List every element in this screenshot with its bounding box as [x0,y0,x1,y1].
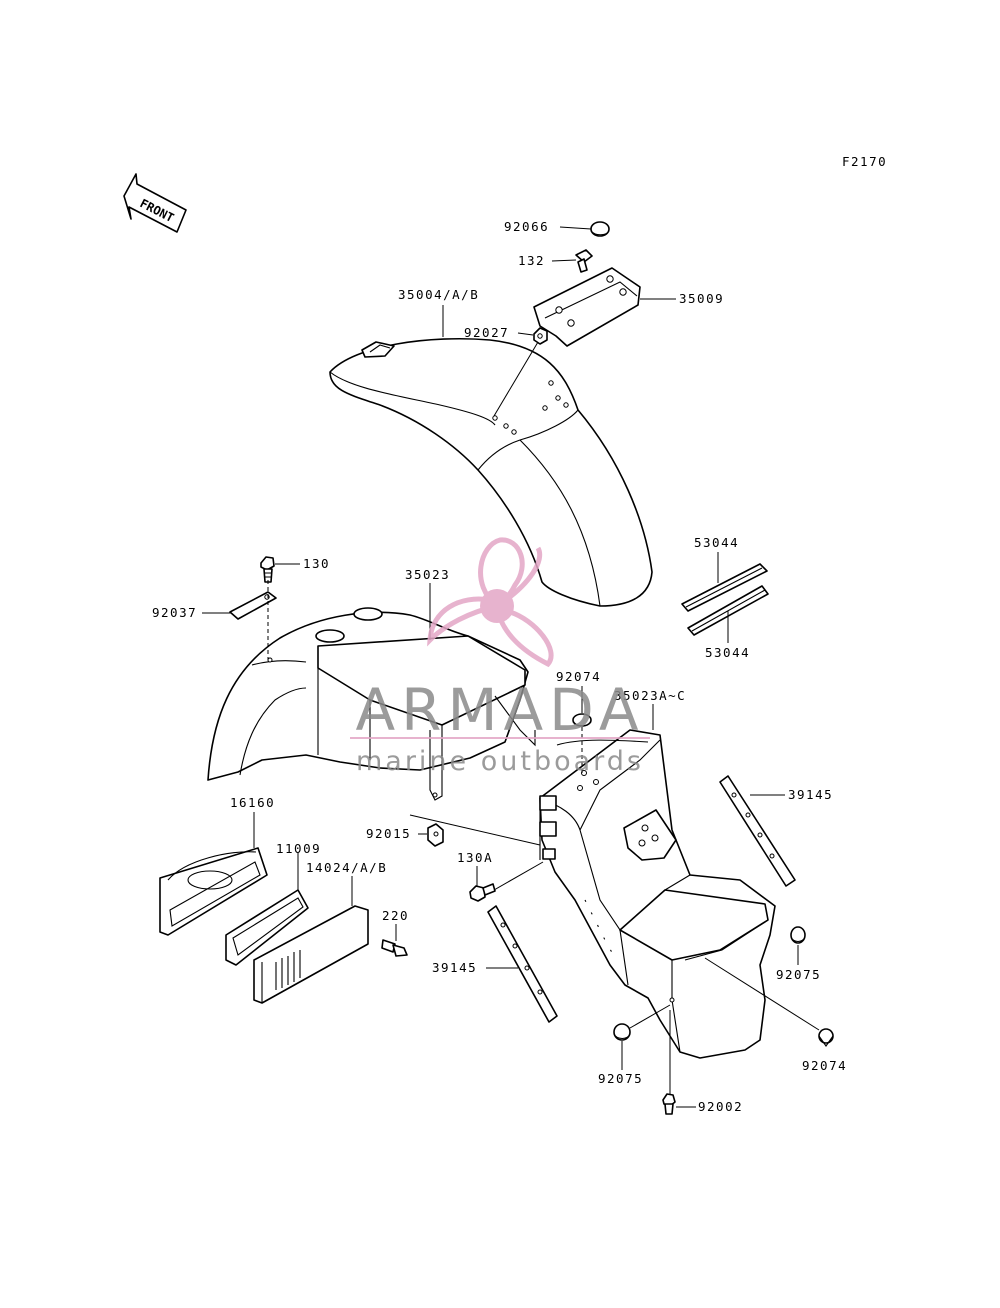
strip-53044 [681,563,769,636]
label-35009: 35009 [679,291,724,306]
cap-92066 [590,221,610,237]
label-132: 132 [518,253,545,268]
edge-strip-39145-left [487,905,558,1023]
label-92037: 92037 [152,605,197,620]
rear-flap-35023ac [539,729,776,1059]
bracket-35009 [533,267,641,347]
tail-lamp-16160 [159,847,268,936]
cap-92075-right [790,926,806,944]
lens-14024 [253,905,369,1004]
screw-220 [381,939,408,957]
label-130a: 130A [457,850,493,865]
edge-strip-39145-right [719,775,796,887]
gasket-11009 [225,889,309,966]
figure-code: F2170 [842,154,887,169]
label-35004: 35004/A/B [398,287,479,302]
watermark-tagline: marine outboards [356,746,644,777]
label-92074-top: 92074 [556,669,601,684]
label-35023ac: 35023A~C [614,688,686,703]
label-92027: 92027 [464,325,509,340]
label-53044-top: 53044 [694,535,739,550]
bolt-130a [469,883,496,902]
label-92075-left: 92075 [598,1071,643,1086]
label-130: 130 [303,556,330,571]
label-53044-bottom: 53044 [705,645,750,660]
label-39145-left: 39145 [432,960,477,975]
front-arrow-icon: FRONT [123,173,187,233]
bolt-92002 [662,1093,676,1115]
label-35023: 35023 [405,567,450,582]
watermark-brand: ARMADA [355,676,644,744]
label-92075-right: 92075 [776,967,821,982]
clip-92015 [427,823,444,847]
watermark: ARMADA marine outboards [350,537,650,777]
label-14024: 14024/A/B [306,860,387,875]
bolt-132 [575,249,593,273]
cap-92074-top [572,713,592,727]
cap-92074-right [818,1028,834,1047]
label-92066: 92066 [504,219,549,234]
nut-92027 [533,327,548,345]
label-92074-right: 92074 [802,1058,847,1073]
front-fender-35004 [329,337,653,607]
cap-92075-left [613,1023,631,1041]
plate-92037 [229,591,277,620]
label-16160: 16160 [230,795,275,810]
propeller-logo-icon [427,537,554,668]
bolt-130 [260,556,275,583]
leader-lines [202,226,820,1108]
label-39145-right: 39145 [788,787,833,802]
label-92015: 92015 [366,826,411,841]
label-220: 220 [382,908,409,923]
label-11009: 11009 [276,841,321,856]
label-92002: 92002 [698,1099,743,1114]
